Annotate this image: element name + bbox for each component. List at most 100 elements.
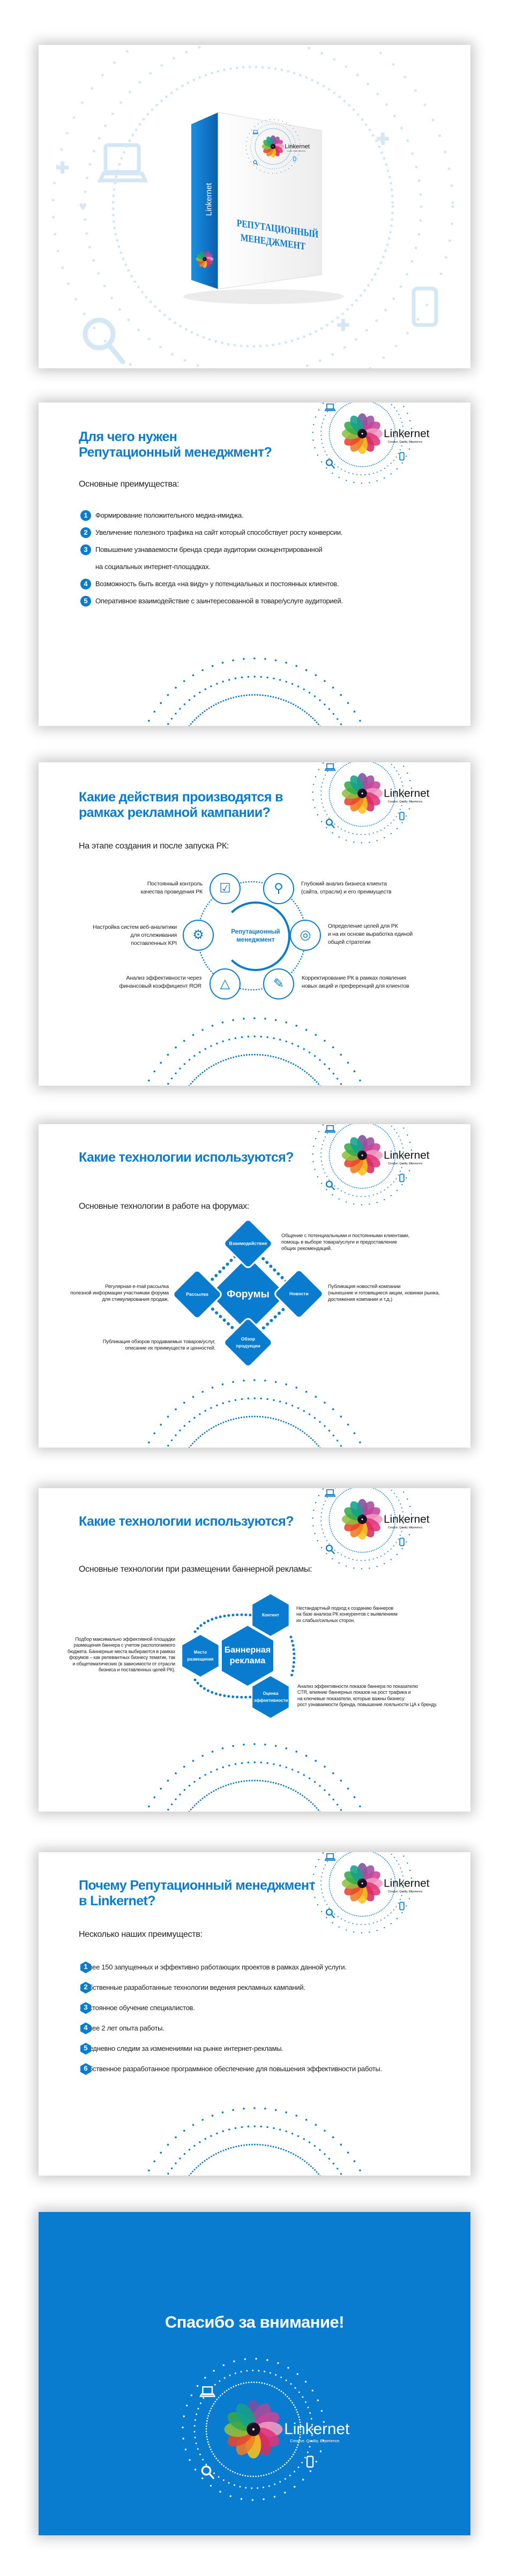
hexagon-number-badge: 1 <box>80 1961 91 1973</box>
spine-flower-logo <box>196 250 214 268</box>
logo-rings <box>182 2358 325 2501</box>
list-item-line: Повышение узнаваемости бренда среди ауди… <box>95 545 323 554</box>
triangle-analysis-step: △ <box>209 968 241 999</box>
dot-arc-3 <box>145 2107 364 2176</box>
slide-title: Для чего нужен Репутационный менеджмент? <box>79 429 272 460</box>
phone-icon <box>399 1901 405 1911</box>
dotted-ring-inner <box>328 1124 396 1189</box>
laptop-base <box>199 2393 216 2397</box>
logo-rings <box>245 119 301 175</box>
magnifier-handle <box>331 1913 335 1919</box>
flower-center-dot <box>252 2428 255 2431</box>
flower-logo-icon <box>262 135 285 158</box>
diamond-label: Взаимодействие <box>229 1240 267 1246</box>
magnifier-lens <box>325 1180 333 1188</box>
description-line: форумов – как релевантных бизнесу темати… <box>69 1655 175 1661</box>
slide-advantages: Почему Репутационный менеджмент в Linker… <box>39 1852 470 2176</box>
decorative-dot-arcs <box>145 1379 364 1448</box>
magnifier-handle <box>331 464 335 469</box>
hexagon-2 <box>252 1594 289 1636</box>
list-item-text: Увеличение полезного трафика на сайт кот… <box>95 524 343 541</box>
magnifier-lens <box>325 1544 333 1552</box>
hexagon-description: Анализ эффективности показов баннера по … <box>297 1684 437 1708</box>
petal <box>199 251 205 259</box>
laptop-icon <box>97 143 148 183</box>
number-badge: 2 <box>80 527 91 538</box>
phone-icon <box>399 1537 405 1547</box>
magnifier-icon <box>201 2465 214 2479</box>
dotted-ring-inner <box>328 762 396 827</box>
petal <box>236 2403 256 2428</box>
list-item-text: Возможность быть всегда «на виду» у поте… <box>95 575 339 593</box>
description-line: (нынешние и готовящиеся акции, новинки р… <box>328 1290 440 1296</box>
flower-center-dot <box>361 1154 363 1156</box>
phone-body <box>399 452 405 461</box>
laptop-icon <box>252 130 259 134</box>
clipboard-check-step: ☑ <box>209 873 241 904</box>
logo-rings <box>312 403 413 484</box>
magnifier-icon <box>325 1180 335 1191</box>
magnifier-handle <box>331 1549 335 1555</box>
dot-arc-2 <box>166 1397 343 1448</box>
list-item-text: Собственные разработанные технологии вед… <box>80 1983 305 1991</box>
laptop-base <box>324 768 336 771</box>
laptop-base <box>324 1858 336 1861</box>
flower-logo-icon <box>341 1862 383 1904</box>
flower-center-dot <box>361 1882 363 1884</box>
magnifier-icon <box>83 317 125 365</box>
description-line: достижения компании и т.д.) <box>328 1297 393 1302</box>
slide-subtitle: На этапе создания и после запуска РК: <box>79 842 229 851</box>
description-line: помощь в выборе товара/услуги и предоста… <box>281 1239 398 1245</box>
slide-actions: Какие действия производятся в рамках рек… <box>39 762 470 1086</box>
slide-subtitle: Основные технологии при размещении банне… <box>79 1565 312 1574</box>
analysis-magnifier-icon: ⚲ <box>274 881 283 896</box>
laptop-base <box>97 171 148 183</box>
description-line: Публикация новостей компании <box>328 1284 401 1290</box>
phone-body <box>399 1901 405 1911</box>
title-line2: в Linkernet? <box>79 1893 156 1908</box>
banner-center-hexagon <box>221 1626 274 1686</box>
plus-icon: ✚ <box>56 160 69 177</box>
laptop-icon <box>199 2386 216 2397</box>
dotted-ring-outer <box>182 2358 325 2501</box>
cycle-center: Репутационный менеджмент <box>221 901 290 971</box>
dotted-ring-middle <box>320 762 404 835</box>
hexagon-connectors <box>193 1613 296 1699</box>
hexagon-number-badge: 3 <box>80 2002 91 2014</box>
hexagon-3 <box>252 1676 289 1718</box>
magnifier-lens <box>253 160 257 164</box>
list-item-text: Ежедневно следим за изменениями на рынке… <box>80 2044 283 2052</box>
description-line: CTR, влияние баннерных показов на рост т… <box>297 1689 411 1695</box>
logo-rings <box>312 1124 413 1206</box>
laptop-base <box>324 1494 336 1497</box>
slide-title: Какие технологии используются? <box>79 1150 294 1165</box>
list-item-line: Увеличение полезного трафика на сайт кот… <box>95 528 343 536</box>
hexagon-number-badge: 6 <box>80 2063 91 2075</box>
decorative-dot-arcs <box>145 657 364 726</box>
diamond-label: Новости <box>289 1291 309 1297</box>
box-front <box>218 112 322 290</box>
laptop-icon <box>324 403 336 411</box>
diamond-description: Общение с потенциальными и постоянными к… <box>281 1233 409 1252</box>
magnifier-lens <box>325 819 333 826</box>
dot-arc-2 <box>166 676 343 726</box>
description-line: (сайта, отрасли) и его преимуществ <box>301 889 392 895</box>
magnifier-handle <box>208 2472 214 2479</box>
dotted-ring-inner <box>328 1852 396 1917</box>
laptop-icon <box>324 1489 336 1497</box>
